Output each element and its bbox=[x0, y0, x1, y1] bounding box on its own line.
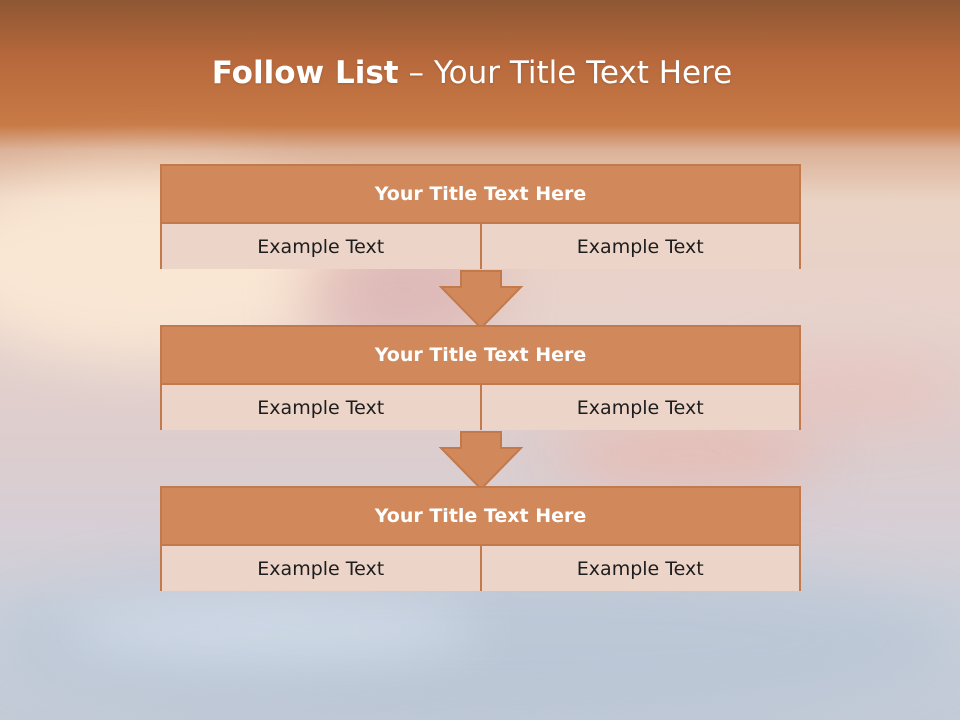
down-arrow-icon bbox=[438, 431, 524, 491]
slide-title-rest: – Your Title Text Here bbox=[398, 55, 733, 91]
step-cell-left: Example Text bbox=[162, 385, 480, 430]
step-box-2: Your Title Text Here Example Text Exampl… bbox=[160, 325, 801, 430]
slide-title-bold: Follow List bbox=[211, 55, 399, 91]
step-cell-right: Example Text bbox=[479, 224, 799, 269]
down-arrow-icon bbox=[438, 270, 524, 330]
step-cell-right: Example Text bbox=[479, 546, 799, 591]
step-cell-left: Example Text bbox=[162, 546, 480, 591]
step-header: Your Title Text Here bbox=[162, 327, 799, 385]
step-header: Your Title Text Here bbox=[162, 488, 799, 546]
step-box-1: Your Title Text Here Example Text Exampl… bbox=[160, 164, 801, 269]
step-box-3: Your Title Text Here Example Text Exampl… bbox=[160, 486, 801, 591]
slide-title: Follow List – Your Title Text Here bbox=[0, 55, 944, 91]
step-header: Your Title Text Here bbox=[162, 166, 799, 224]
step-cell-left: Example Text bbox=[162, 224, 480, 269]
step-cell-right: Example Text bbox=[479, 385, 799, 430]
